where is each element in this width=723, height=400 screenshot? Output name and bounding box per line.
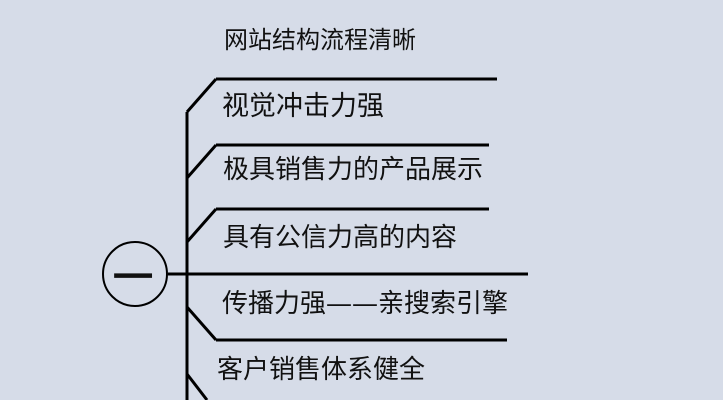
branch-connector-1 bbox=[185, 78, 218, 113]
branch-label-1: 网站结构流程清晰 bbox=[224, 26, 416, 54]
branch-connector-6 bbox=[185, 373, 209, 400]
branch-connector-5 bbox=[185, 306, 218, 341]
branch-connector-2 bbox=[185, 144, 218, 179]
branch-connector-3 bbox=[185, 208, 218, 243]
node-circle bbox=[102, 241, 168, 307]
branch-label-3: 极具销售力的产品展示 bbox=[223, 155, 484, 185]
branch-label-6: 客户销售体系健全 bbox=[217, 355, 426, 385]
branch-label-2: 视觉冲击力强 bbox=[222, 91, 384, 122]
node-label: 一 bbox=[113, 254, 153, 301]
branch-label-5: 传播力强——亲搜索引擎 bbox=[222, 289, 509, 319]
branch-label-4: 具有公信力高的内容 bbox=[223, 223, 458, 253]
